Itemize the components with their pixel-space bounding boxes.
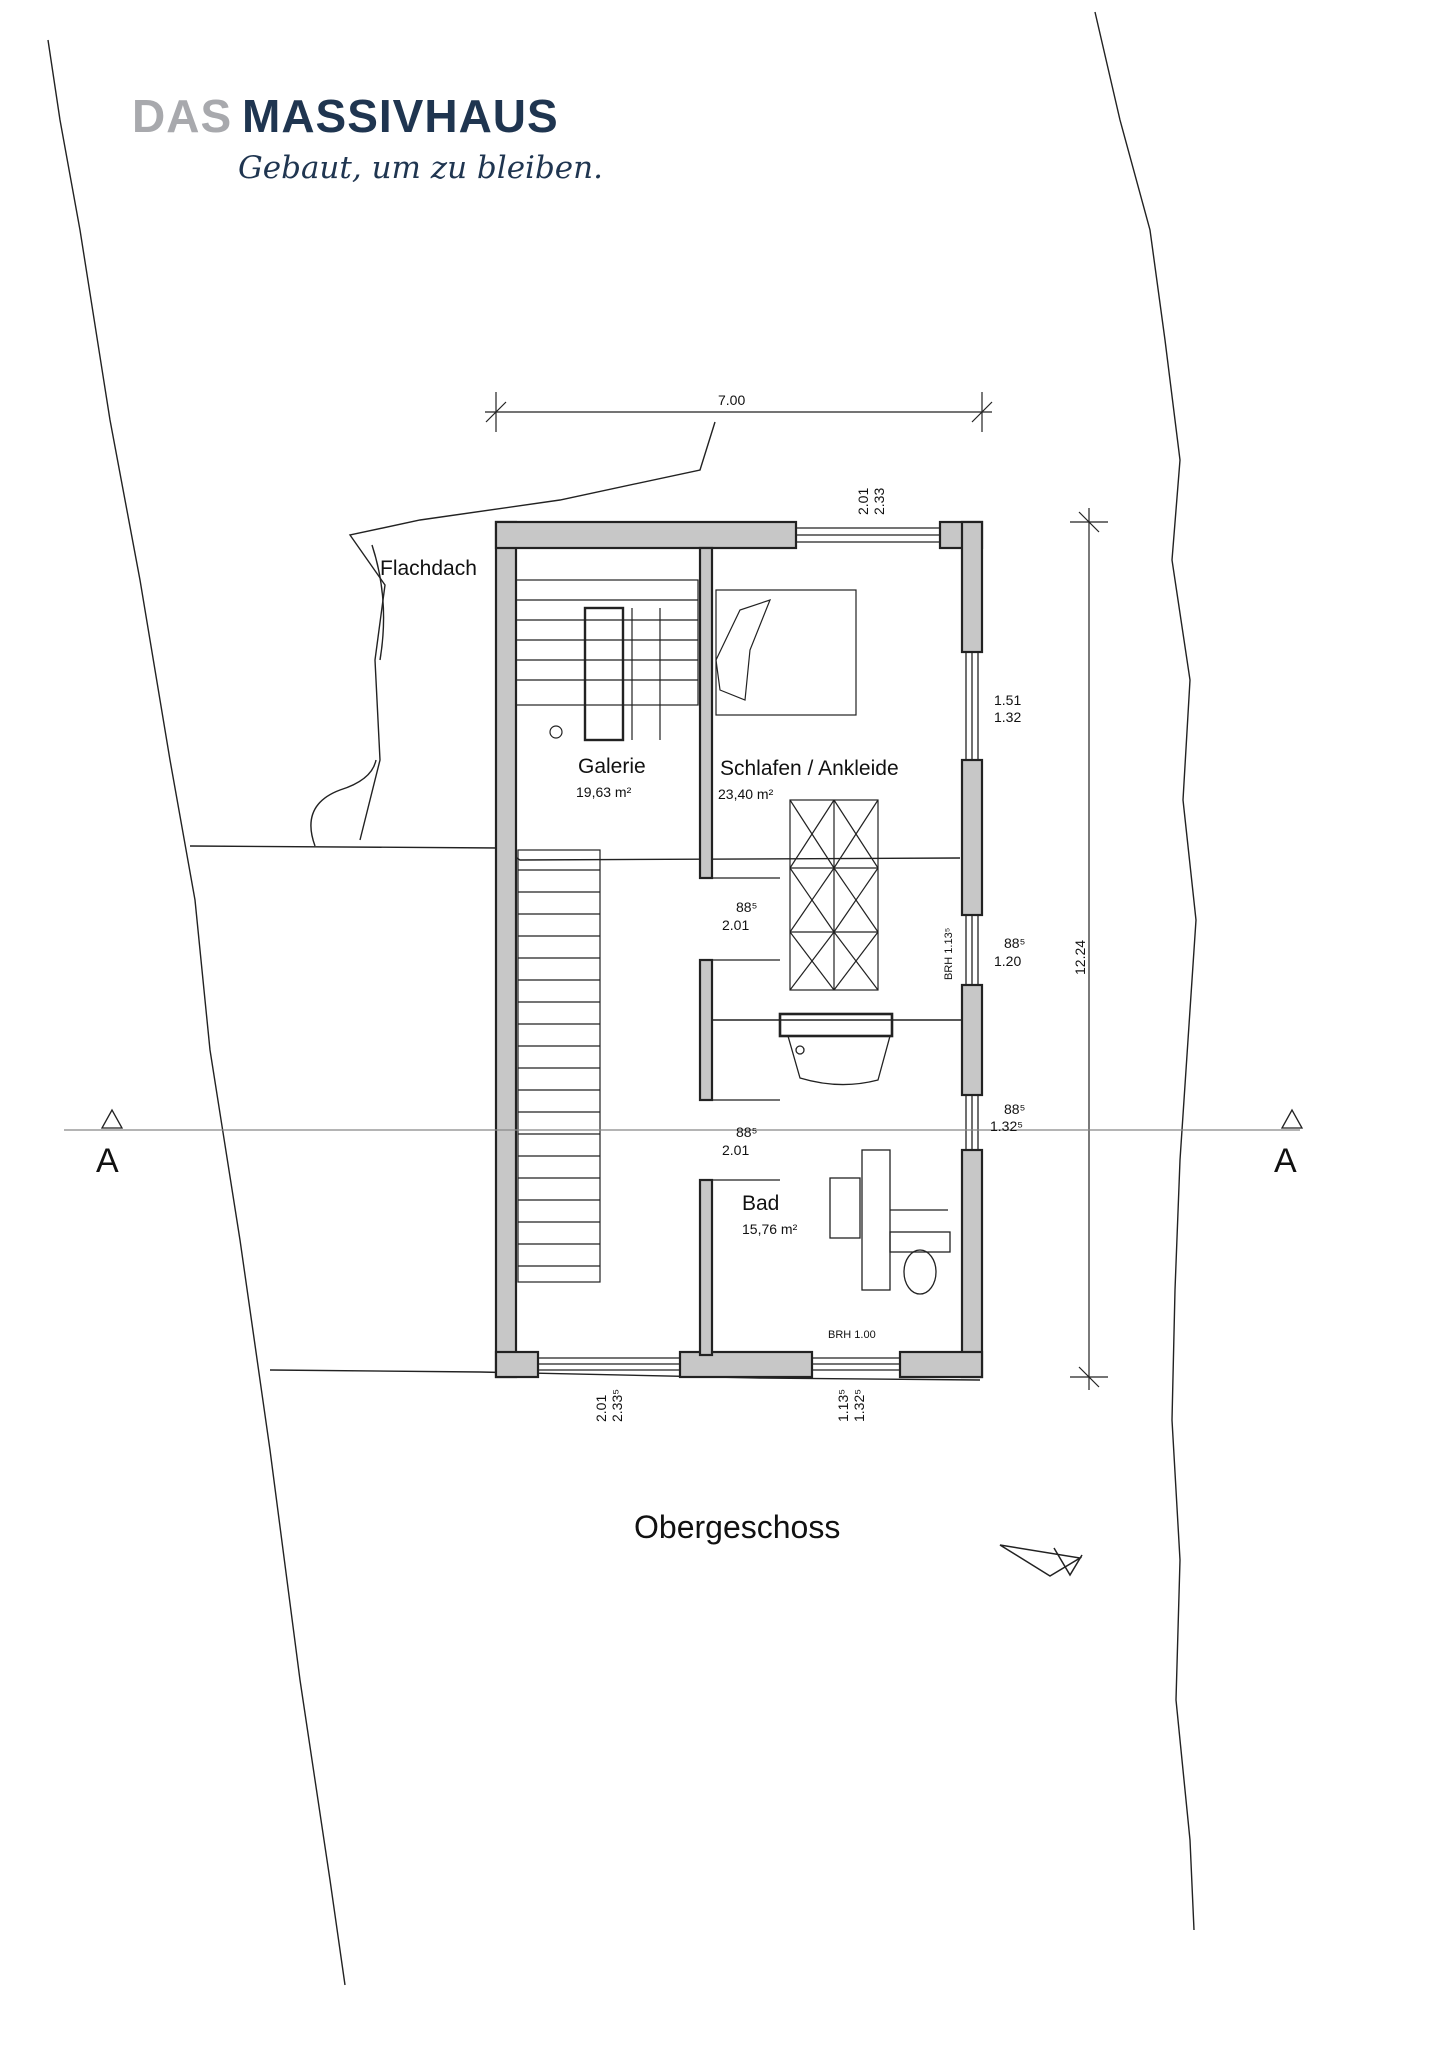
window-bottom-left bbox=[538, 1357, 680, 1371]
wall-right-2 bbox=[960, 758, 984, 917]
wardrobe bbox=[789, 799, 879, 991]
wall-left bbox=[494, 520, 518, 1379]
dim-door2-width: 88⁵ bbox=[736, 1124, 757, 1140]
brand-name-part1: DAS bbox=[132, 90, 232, 142]
dim-bottom-mid-width: 1.13⁵ bbox=[835, 1389, 851, 1422]
brand-name-part2: MASSIVHAUS bbox=[242, 90, 559, 142]
wall-top-left bbox=[494, 520, 798, 550]
dim-bottom-left-height: 2.33⁵ bbox=[609, 1389, 625, 1422]
plan-title: Obergeschoss bbox=[634, 1509, 840, 1545]
dim-top-window-height: 2.33 bbox=[871, 488, 887, 515]
dim-bottom-left-width: 2.01 bbox=[593, 1395, 609, 1422]
dimension-lines bbox=[64, 392, 1300, 1390]
room-area-schlafen: 23,40 m² bbox=[718, 786, 774, 802]
dim-top-window-width: 2.01 bbox=[855, 488, 871, 515]
dim-bottom-mid-height: 1.32⁵ bbox=[851, 1389, 867, 1422]
north-arrow-icon bbox=[999, 1544, 1083, 1577]
wall-bottom-right bbox=[898, 1350, 984, 1379]
window-top bbox=[796, 527, 940, 543]
windows bbox=[538, 527, 979, 1371]
exterior-walls bbox=[494, 520, 984, 1379]
dim-door2-height: 2.01 bbox=[722, 1142, 749, 1158]
window-right-3 bbox=[965, 1095, 979, 1150]
section-marker-right: A bbox=[1274, 1108, 1304, 1180]
room-name-galerie: Galerie bbox=[578, 755, 646, 778]
toilet bbox=[889, 1231, 951, 1295]
dim-door1-height: 2.01 bbox=[722, 917, 749, 933]
wall-interior-3 bbox=[698, 1178, 714, 1357]
room-area-galerie: 19,63 m² bbox=[576, 784, 632, 800]
wall-interior-2 bbox=[698, 958, 714, 1102]
wall-bottom-left bbox=[494, 1350, 540, 1379]
dim-right-window3-width: 88⁵ bbox=[1004, 1101, 1025, 1117]
bed bbox=[715, 589, 857, 716]
wall-interior-1 bbox=[698, 546, 714, 880]
window-right-2 bbox=[965, 915, 979, 985]
staircase-upper bbox=[515, 579, 699, 742]
dim-door1-width: 88⁵ bbox=[736, 899, 757, 915]
dim-bottom-window-brh: BRH 1.00 bbox=[828, 1329, 876, 1341]
door-gallery-bath bbox=[712, 1099, 780, 1181]
dim-right-window2-width: 88⁵ bbox=[1004, 935, 1025, 951]
door-gallery-bedroom bbox=[712, 877, 780, 961]
brand-tagline: Gebaut, um zu bleiben. bbox=[238, 150, 603, 186]
doors bbox=[712, 877, 780, 1181]
wall-right-4 bbox=[960, 1148, 984, 1379]
flat-roof-label: Flachdach bbox=[380, 557, 477, 580]
brand-logo: DAS MASSIVHAUS Gebaut, um zu bleiben. bbox=[132, 90, 603, 186]
dim-overall-depth: 12.24 bbox=[1072, 940, 1088, 975]
site-outline bbox=[47, 11, 1197, 1986]
section-label-right: A bbox=[1274, 1142, 1297, 1180]
window-right-1 bbox=[965, 652, 979, 760]
wall-right-1 bbox=[960, 520, 984, 654]
room-name-bad: Bad bbox=[742, 1192, 779, 1215]
dim-right-window1-height: 1.32 bbox=[994, 709, 1021, 725]
section-marker-left: A bbox=[96, 1108, 124, 1180]
dim-right-window2-brh: BRH 1.13⁵ bbox=[943, 928, 955, 980]
wall-right-3 bbox=[960, 983, 984, 1097]
room-area-bad: 15,76 m² bbox=[742, 1221, 798, 1237]
bathroom-vanity bbox=[829, 1149, 948, 1291]
bathtub bbox=[778, 1012, 894, 1086]
dim-right-window1-width: 1.51 bbox=[994, 692, 1021, 708]
wall-bottom-mid bbox=[678, 1350, 814, 1379]
dim-right-window2-height: 1.20 bbox=[994, 953, 1021, 969]
room-name-schlafen: Schlafen / Ankleide bbox=[720, 757, 899, 780]
staircase-lower bbox=[517, 849, 601, 1283]
section-label-left: A bbox=[96, 1142, 119, 1180]
window-bottom-right bbox=[812, 1357, 900, 1371]
dim-overall-width: 7.00 bbox=[718, 392, 745, 408]
interior-walls bbox=[698, 546, 962, 1357]
dim-right-window3-height: 1.32⁵ bbox=[990, 1118, 1023, 1134]
